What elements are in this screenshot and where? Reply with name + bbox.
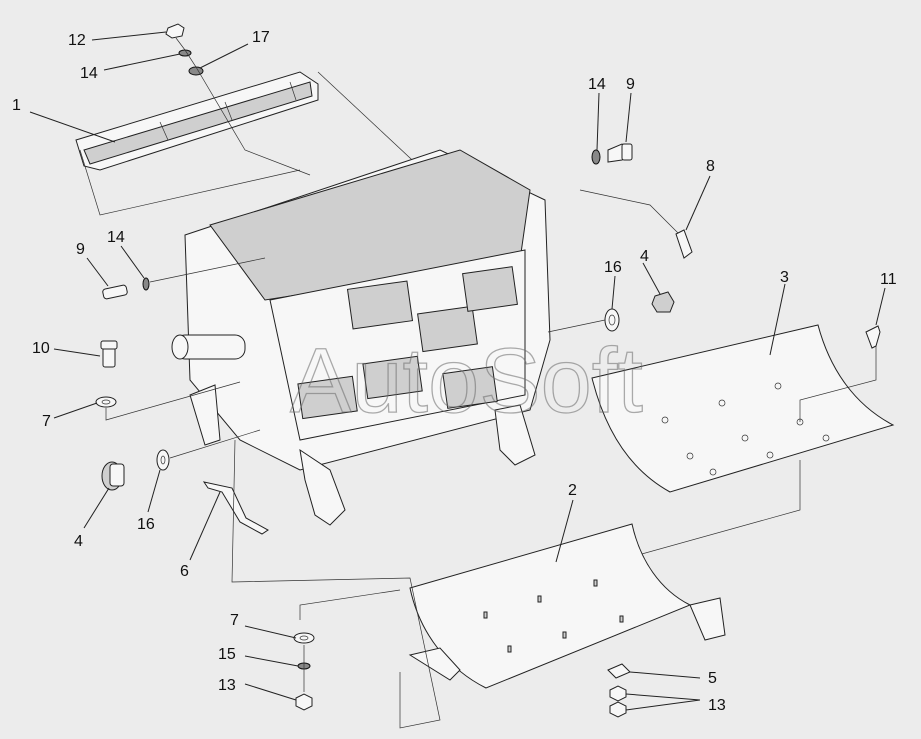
callout-16-left: 16: [137, 516, 155, 533]
callout-3: 3: [780, 269, 789, 286]
part-7-washer-upper: [95, 396, 117, 408]
callout-7-lower: 7: [230, 612, 239, 629]
part-13-nuts-right: [609, 685, 627, 718]
callout-labels: 1 2 3 4 4 5 6 7 7 8 9 9 10 11 12 13 13 1…: [12, 29, 897, 714]
callout-5: 5: [708, 670, 717, 687]
callout-15: 15: [218, 646, 236, 663]
callout-14-top: 14: [80, 65, 98, 82]
callout-17: 17: [252, 29, 270, 46]
part-16-washer-right: [604, 308, 620, 332]
callout-7-upper: 7: [42, 413, 51, 430]
callout-1: 1: [12, 97, 21, 114]
part-17-washer: [188, 66, 204, 76]
part-14-washer-left: [142, 277, 150, 291]
watermark: AutoSoft: [290, 330, 643, 432]
callout-9-left: 9: [76, 241, 85, 258]
part-1-beam: [75, 71, 319, 171]
part-13-nut-lower: [295, 693, 313, 711]
part-16-washer-left: [156, 449, 170, 471]
callout-9-right: 9: [626, 76, 635, 93]
part-9-bolt-left: [102, 284, 128, 300]
leader-lines: [29, 31, 886, 711]
part-4-plug-left: [101, 461, 125, 491]
part-7-washer-lower: [293, 632, 315, 644]
callout-12: 12: [68, 32, 86, 49]
callout-11: 11: [880, 271, 897, 288]
callout-4-right: 4: [640, 248, 649, 265]
callout-14-right: 14: [588, 76, 606, 93]
main-housing: [171, 149, 551, 526]
part-14-washer-top: [178, 49, 192, 57]
part-11-screw: [865, 325, 881, 349]
callout-8: 8: [706, 158, 715, 175]
part-9-bolt-right: [607, 143, 633, 163]
part-10-bolt: [100, 340, 118, 368]
callout-13-lower: 13: [218, 677, 236, 694]
callout-4-left: 4: [74, 533, 83, 550]
callout-6: 6: [180, 563, 189, 580]
callout-10: 10: [32, 340, 50, 357]
part-14-washer-right: [591, 149, 601, 165]
part-6-clip: [202, 481, 269, 535]
callout-2: 2: [568, 482, 577, 499]
part-4-plug-right: [651, 291, 675, 313]
part-2-guard: [408, 523, 726, 689]
callout-14-left: 14: [107, 229, 125, 246]
callout-13-right: 13: [708, 697, 726, 714]
part-5-plate: [607, 663, 631, 679]
part-12-nut: [165, 23, 185, 39]
callout-16-right: 16: [604, 259, 622, 276]
part-3-guard: [591, 324, 895, 493]
part-8-bolt: [675, 229, 693, 259]
